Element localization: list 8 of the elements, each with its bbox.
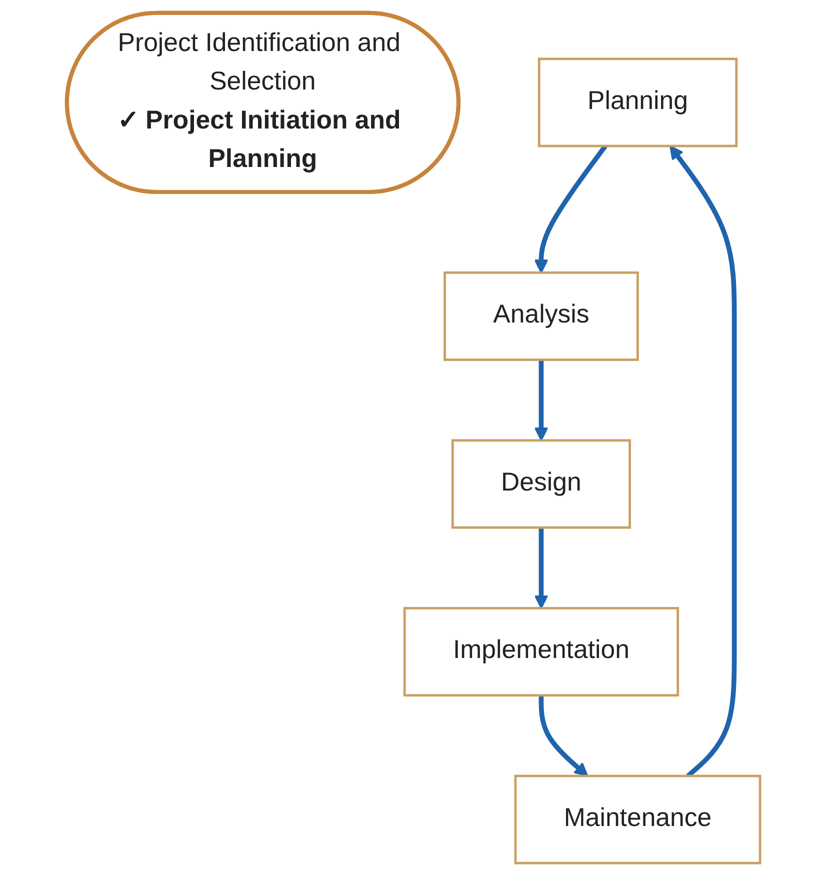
arrow	[534, 360, 548, 442]
arrow	[538, 695, 588, 777]
node-box: Maintenance	[514, 774, 762, 864]
node-box: Analysis	[444, 271, 639, 361]
node-box: Planning	[538, 58, 738, 148]
node-box: Design	[451, 439, 631, 529]
arrow	[534, 528, 548, 609]
node-box: Implementation	[403, 607, 680, 697]
